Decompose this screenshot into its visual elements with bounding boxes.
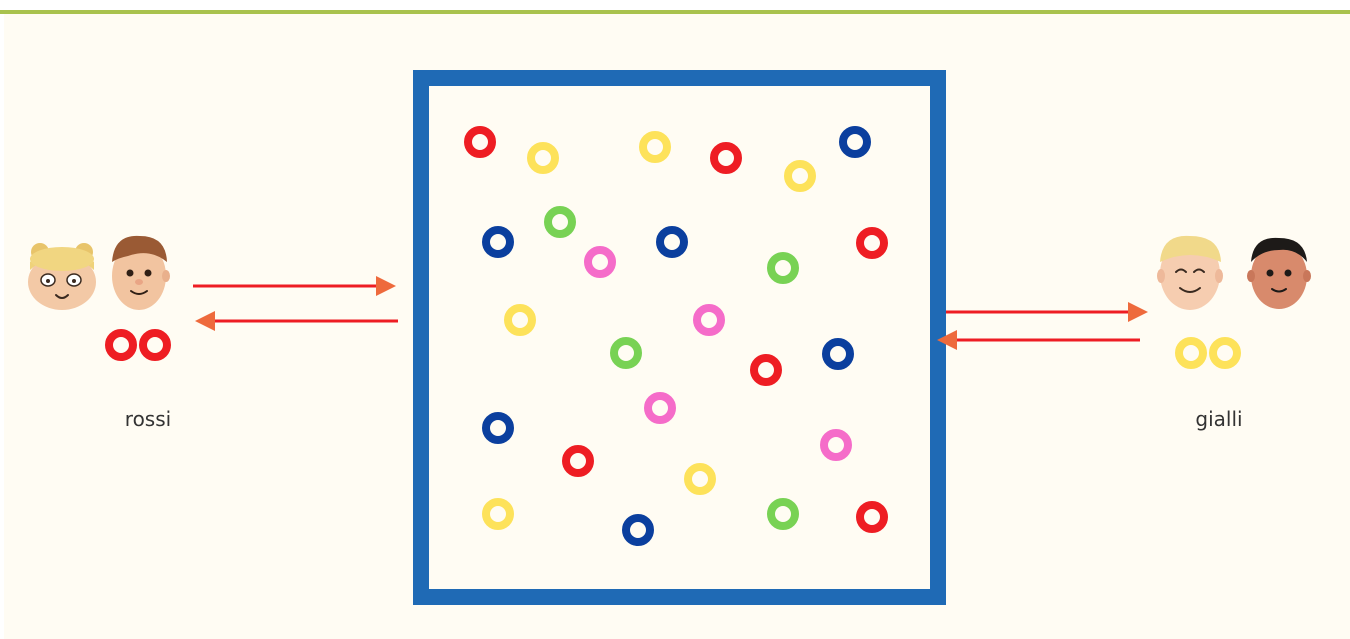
pink-ring: [584, 246, 616, 278]
green-ring: [767, 498, 799, 530]
frame-top-border: [0, 10, 1350, 14]
pink-ring: [644, 392, 676, 424]
left-group-rings: [105, 329, 171, 361]
blue-ring: [656, 226, 688, 258]
yellow-ring: [684, 463, 716, 495]
yellow-ring: [482, 498, 514, 530]
page-top-margin: [0, 0, 1350, 10]
yellow-ring: [784, 160, 816, 192]
left-arrows: [193, 276, 398, 331]
blue-ring: [482, 412, 514, 444]
red-ring: [710, 142, 742, 174]
green-ring: [610, 337, 642, 369]
right-group-rings: [1175, 337, 1241, 369]
rings-layer: [464, 126, 888, 546]
right-group: gialli: [1157, 235, 1311, 431]
arrow-to-box-head: [376, 276, 396, 296]
red-ring: [750, 354, 782, 386]
yellow-ring: [504, 304, 536, 336]
pink-ring: [693, 304, 725, 336]
blue-ring: [622, 514, 654, 546]
right-group-label: gialli: [1195, 407, 1242, 431]
arrow-to-right-head: [1128, 302, 1148, 322]
left-group: rossi: [28, 235, 171, 431]
boy-avatar-icon: [112, 235, 170, 310]
yellow-ring: [527, 142, 559, 174]
canvas-background: [4, 14, 1350, 639]
dark-hair-man-avatar-icon: [1247, 237, 1311, 309]
ring-container-box: [413, 70, 946, 605]
blond-boy-avatar-icon: [1157, 235, 1223, 310]
red-ring-icon: [139, 329, 171, 361]
pink-ring: [820, 429, 852, 461]
red-ring: [856, 501, 888, 533]
green-ring: [544, 206, 576, 238]
red-ring: [856, 227, 888, 259]
yellow-ring-icon: [1209, 337, 1241, 369]
right-arrows: [937, 302, 1148, 350]
green-ring: [767, 252, 799, 284]
girl-avatar-icon: [28, 243, 96, 310]
blue-ring: [822, 338, 854, 370]
page-left-margin: [0, 0, 4, 639]
blue-ring: [482, 226, 514, 258]
red-ring: [464, 126, 496, 158]
blue-ring: [839, 126, 871, 158]
red-ring-icon: [105, 329, 137, 361]
yellow-ring: [639, 131, 671, 163]
arrow-from-box-head: [195, 311, 215, 331]
left-group-label: rossi: [125, 407, 171, 431]
yellow-ring-icon: [1175, 337, 1207, 369]
arrow-to-box-right-head: [937, 330, 957, 350]
red-ring: [562, 445, 594, 477]
